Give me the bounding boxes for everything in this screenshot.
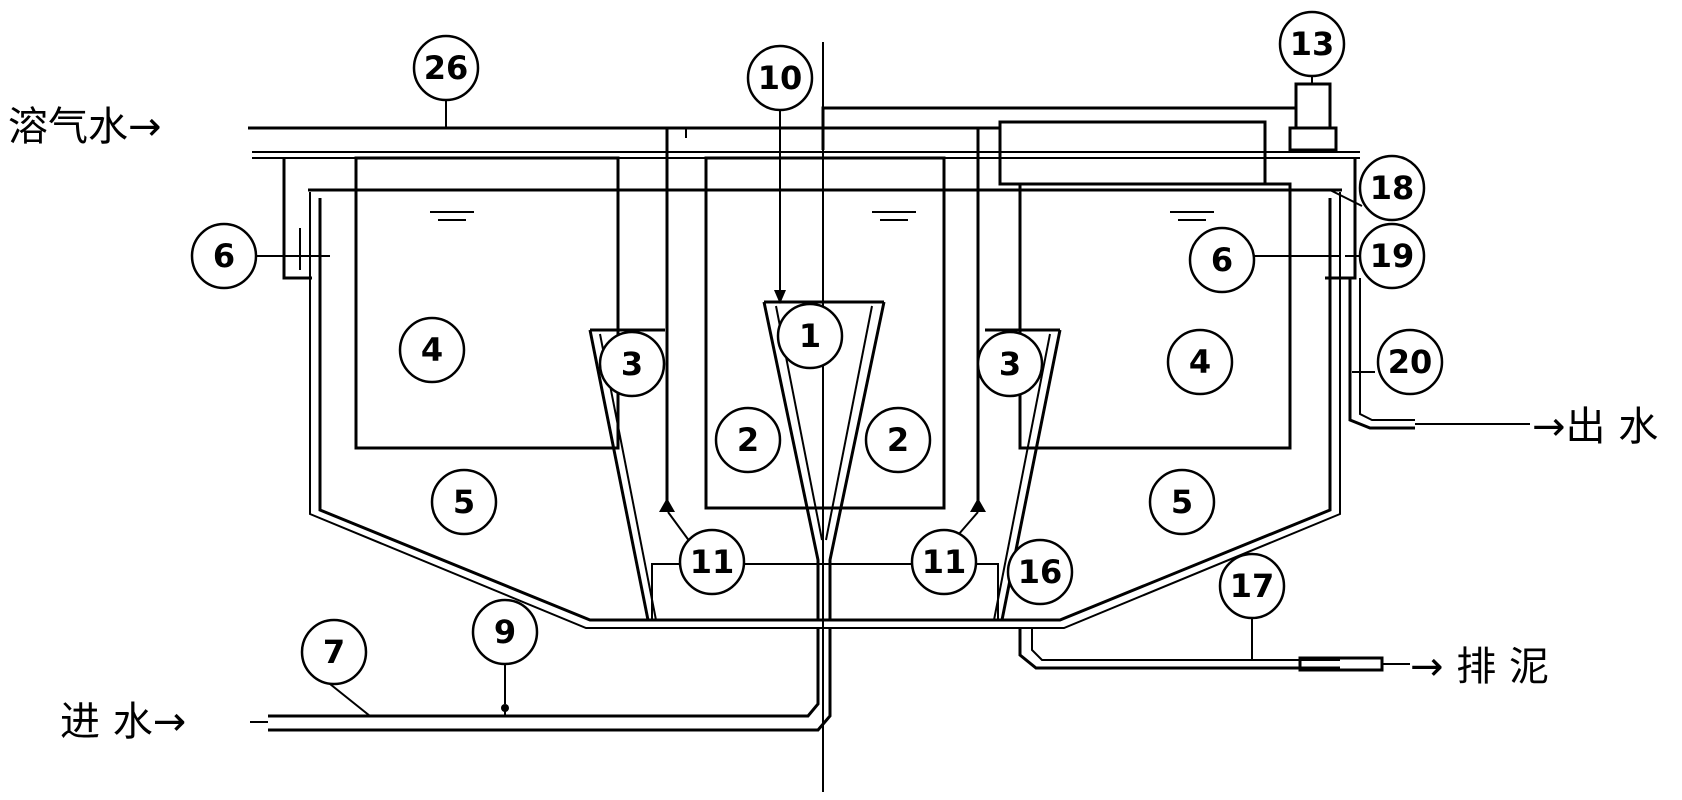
svg-text:4: 4 — [421, 331, 443, 369]
dissolved-air-water-label: 溶气水→ — [8, 104, 162, 150]
callout-17: 17 — [1218, 552, 1286, 620]
callout-5-left: 5 — [430, 468, 498, 536]
left-separation-chamber-4 — [354, 156, 620, 450]
outlet-water-label: →出 水 — [1532, 404, 1658, 450]
outer-tank — [308, 188, 1342, 629]
callout-2-left: 2 — [714, 406, 782, 474]
svg-text:11: 11 — [922, 543, 967, 581]
callout-3-right: 3 — [976, 330, 1044, 398]
svg-text:3: 3 — [621, 345, 643, 383]
dissolved-air-downpipes — [659, 128, 986, 512]
callout-1: 1 — [776, 302, 844, 370]
svg-text:5: 5 — [1171, 483, 1193, 521]
callout-4-left: 4 — [398, 316, 466, 384]
svg-text:6: 6 — [1211, 241, 1233, 279]
callout-20: 20 — [1376, 328, 1444, 396]
callout-10: 10 — [746, 44, 814, 112]
inlet-pipe-7 — [250, 628, 832, 732]
callout-13: 13 — [1278, 10, 1346, 78]
svg-text:4: 4 — [1189, 343, 1211, 381]
svg-text:10: 10 — [758, 59, 803, 97]
callout-16: 16 — [1006, 538, 1074, 606]
svg-text:26: 26 — [424, 49, 469, 87]
svg-text:7: 7 — [323, 633, 345, 671]
sludge-discharge-label: → 排 泥 — [1410, 644, 1549, 690]
svg-text:3: 3 — [999, 345, 1021, 383]
callout-7: 7 — [300, 618, 368, 686]
callout-11-left: 11 — [678, 528, 746, 596]
svg-text:5: 5 — [453, 483, 475, 521]
svg-text:17: 17 — [1230, 567, 1275, 605]
air-release-device-13 — [1288, 82, 1338, 152]
left-launder — [282, 158, 312, 280]
top-pipe-to-13 — [821, 106, 1296, 186]
svg-text:20: 20 — [1388, 343, 1433, 381]
right-separation-chamber-4 — [1018, 182, 1292, 450]
svg-text:9: 9 — [494, 613, 516, 651]
callout-3-left: 3 — [598, 330, 666, 398]
svg-text:18: 18 — [1370, 169, 1415, 207]
svg-text:2: 2 — [887, 421, 909, 459]
svg-text:16: 16 — [1018, 553, 1063, 591]
right-launder-outlet — [1325, 158, 1530, 430]
water-level-markers — [430, 211, 1214, 221]
callout-11-right: 11 — [910, 528, 978, 596]
bottom-partition — [651, 563, 999, 621]
inlet-water-label: 进 水→ — [60, 699, 186, 745]
svg-text:2: 2 — [737, 421, 759, 459]
central-contact-chamber-2 — [704, 156, 946, 510]
callout-26: 26 — [412, 34, 480, 102]
callout-2-right: 2 — [864, 406, 932, 474]
dissolved-air-header-pipe — [248, 126, 1360, 159]
svg-text:13: 13 — [1290, 25, 1335, 63]
callout-18: 18 — [1358, 154, 1426, 222]
sludge-discharge-pipe-17 — [1018, 628, 1410, 672]
svg-text:6: 6 — [213, 237, 235, 275]
callout-19: 19 — [1358, 222, 1426, 290]
callout-6-right: 6 — [1188, 226, 1256, 294]
callout-9: 9 — [471, 598, 539, 666]
svg-text:11: 11 — [690, 543, 735, 581]
callout-6-left: 6 — [190, 222, 258, 290]
callout-4-right: 4 — [1166, 328, 1234, 396]
svg-text:1: 1 — [799, 317, 821, 355]
svg-text:19: 19 — [1370, 237, 1415, 275]
callout-5-right: 5 — [1148, 468, 1216, 536]
